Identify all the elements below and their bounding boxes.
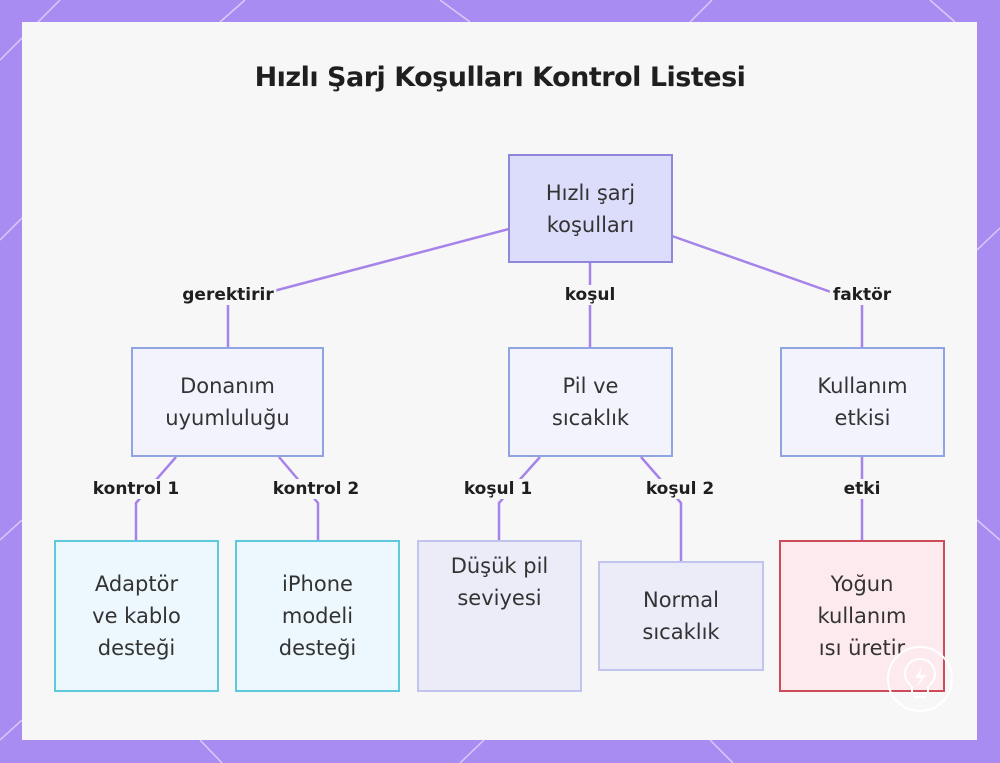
lightning-bulb-icon [887,646,953,712]
node-iphone-model-support: iPhone modeli desteği [235,540,400,692]
node-hardware-compatibility: Donanım uyumluluğu [131,347,324,457]
edge-label-condition: koşul [561,285,619,305]
edge-label-control1: kontrol 1 [89,479,183,499]
edge-label-effect: etki [840,479,884,499]
edge-label-factor: faktör [829,285,895,305]
edge-label-requires: gerektirir [179,285,277,305]
node-low-battery-level: Düşük pil seviyesi [417,540,582,692]
edge-hardware-iphone [278,456,320,541]
node-fast-charging-conditions: Hızlı şarj koşulları [508,154,673,263]
edge-label-condition2: koşul 2 [642,479,718,499]
edge-hardware-adapter [134,456,177,541]
node-adapter-cable-support: Adaptör ve kablo desteği [54,540,219,692]
edge-battery-lowbattery [497,456,541,541]
edge-battery-normaltemp [640,456,683,562]
edge-label-control2: kontrol 2 [269,479,363,499]
node-normal-temperature: Normal sıcaklık [598,561,764,671]
node-usage-effect: Kullanım etkisi [780,347,945,457]
diagram-title: Hızlı Şarj Koşulları Kontrol Listesi [254,62,746,93]
edge-label-condition1: koşul 1 [460,479,536,499]
node-heavy-usage-heat: Yoğun kullanım ısı üretir [779,540,945,692]
node-battery-and-temperature: Pil ve sıcaklık [508,347,673,457]
